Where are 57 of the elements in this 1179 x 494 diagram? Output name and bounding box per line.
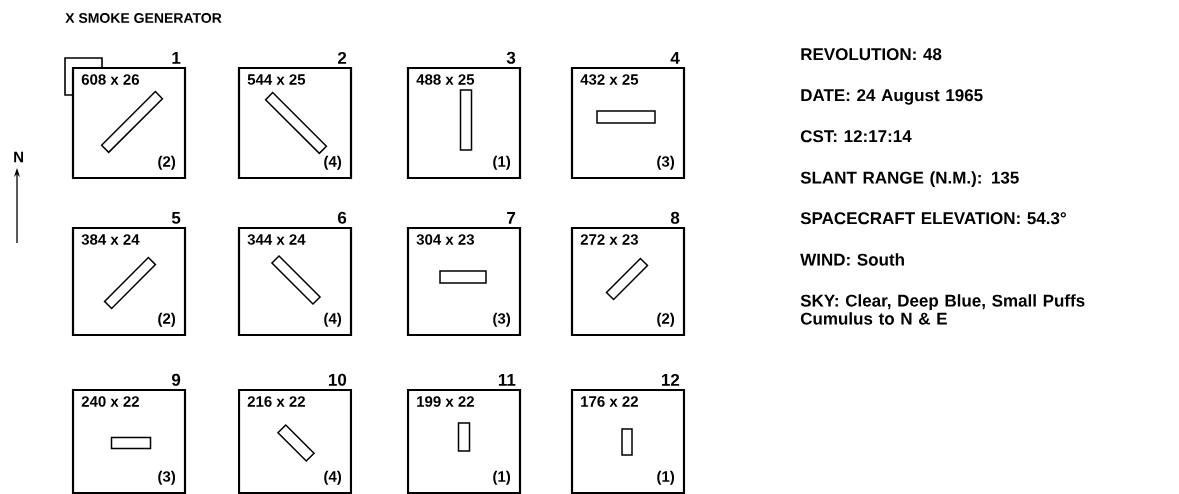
orientation-code: (3) (493, 312, 511, 327)
panel-number: 1 (172, 52, 181, 64)
info-text: WIND: South (800, 253, 904, 266)
panel-box (71, 211, 187, 337)
panel-box (237, 211, 353, 337)
dimension-text: 432 x 25 (580, 74, 639, 85)
panel-number: 4 (670, 52, 680, 64)
north-label: N (14, 151, 24, 163)
orientation-code: (3) (657, 155, 675, 170)
info-text: CST: 12:17:14 (800, 130, 912, 143)
panel-box (406, 212, 522, 337)
dimension-text: 304 x 23 (416, 234, 475, 245)
orientation-code: (4) (324, 312, 342, 327)
orientation-code: (4) (324, 155, 342, 170)
panel-box (406, 374, 522, 494)
panel-number: 7 (507, 212, 516, 224)
dimension-text: 272 x 23 (580, 234, 638, 245)
dimension-text: 240 x 22 (81, 396, 139, 407)
info-text: DATE: 24 August 1965 (801, 89, 983, 105)
panel-box (406, 51, 522, 180)
panel-number: 2 (337, 51, 347, 64)
dimension-text: 544 x 25 (247, 74, 306, 85)
dimension-text: 384 x 24 (81, 234, 140, 245)
panel-box (570, 52, 686, 180)
orientation-code: (1) (493, 470, 511, 485)
panel-box (570, 373, 686, 494)
panel-box (71, 52, 187, 180)
dimension-text: 216 x 22 (247, 396, 305, 407)
panel-number: 6 (338, 211, 347, 224)
panel-box (570, 211, 686, 337)
dimension-text: 176 x 22 (581, 396, 638, 407)
dimension-text: 608 x 26 (81, 74, 140, 85)
panel-number: 10 (328, 373, 347, 386)
panel-number: 3 (506, 51, 516, 64)
panel-number: 11 (498, 374, 516, 386)
dimension-text: 344 x 24 (247, 234, 306, 245)
orientation-code: (2) (158, 155, 176, 170)
orientation-code: (2) (657, 312, 675, 327)
info-text: SLANT RANGE (N.M.): 135 (800, 171, 1019, 188)
legend-text: X SMOKE GENERATOR (65, 13, 222, 23)
orientation-code: (1) (657, 470, 675, 485)
orientation-code: (1) (493, 155, 511, 170)
panel-number: 5 (171, 211, 181, 224)
panel-box (71, 373, 187, 494)
dimension-text: 199 x 22 (417, 396, 474, 407)
dimension-text: 488 x 25 (416, 74, 475, 85)
orientation-code: (3) (158, 470, 176, 485)
info-text: REVOLUTION: 48 (801, 48, 942, 61)
info-text: SKY: Clear, Deep Blue, Small Puffs Cumulus to N & E (800, 294, 1085, 325)
panel-number: 12 (661, 373, 680, 386)
panel-box (237, 373, 353, 494)
orientation-code: (4) (324, 470, 342, 485)
panel-number: 8 (670, 211, 680, 224)
panel-box (237, 51, 353, 180)
orientation-code: (2) (158, 312, 176, 327)
info-text: SPACECRAFT ELEVATION: 54.3° (800, 212, 1066, 225)
panel-number: 9 (171, 373, 181, 386)
